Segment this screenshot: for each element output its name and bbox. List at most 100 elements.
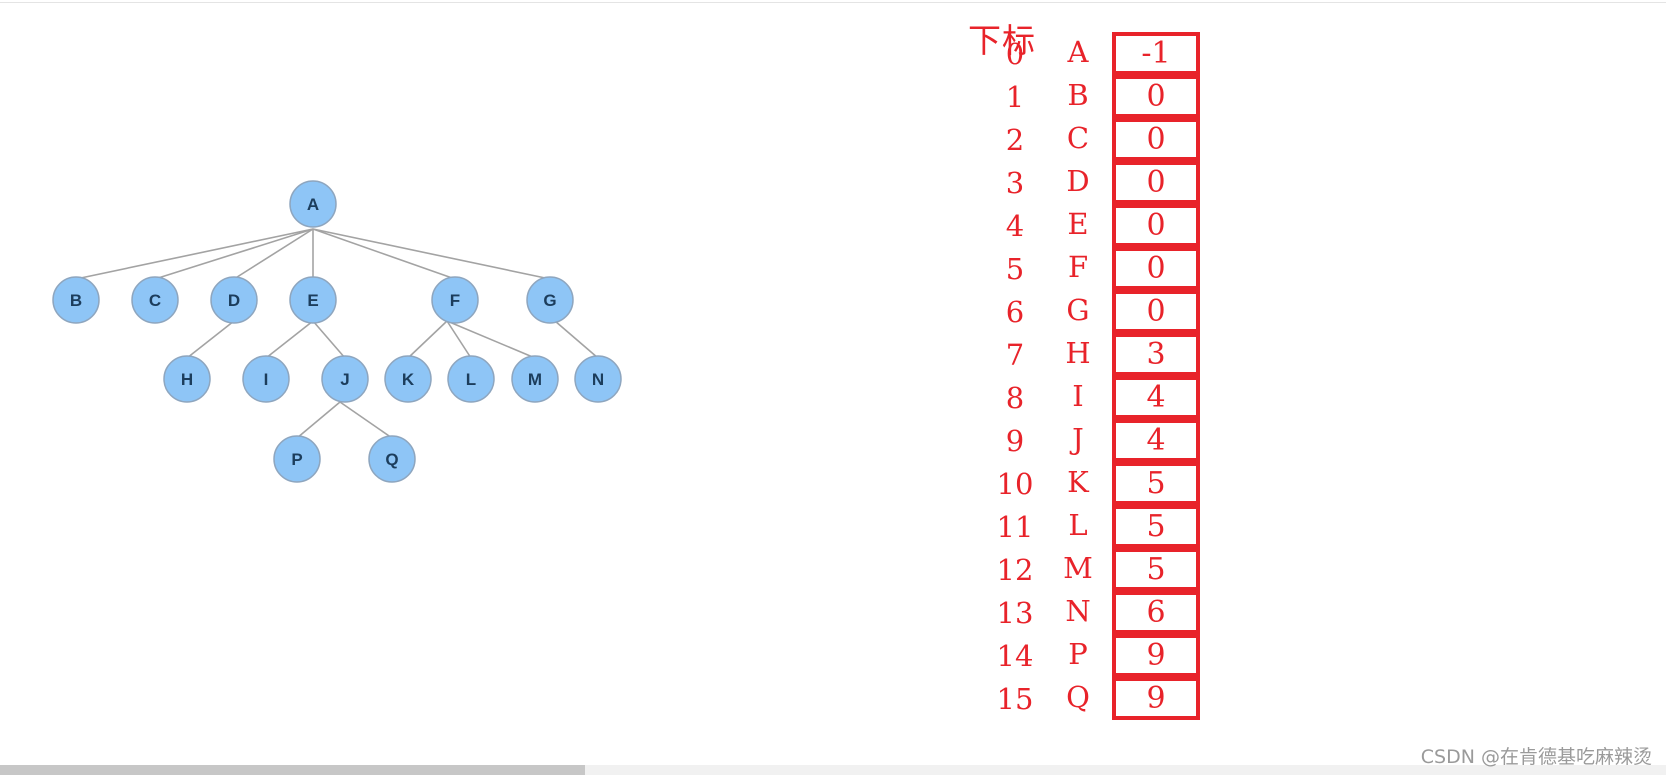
row-index: 11	[996, 510, 1034, 544]
node-circle	[431, 276, 479, 324]
index-header: 下标	[968, 21, 1036, 60]
node-label: C	[149, 291, 161, 310]
row-letter: F	[1067, 250, 1089, 284]
parent-cell: 4	[1112, 376, 1200, 419]
row-letter: K	[1067, 465, 1089, 499]
parent-value: 5	[1146, 466, 1166, 501]
node-circle	[289, 276, 337, 324]
parent-value: -1	[1141, 36, 1171, 71]
row-letter: J	[1072, 422, 1084, 456]
horizontal-scrollbar-thumb[interactable]	[0, 765, 585, 775]
parent-cell: 6	[1112, 591, 1200, 634]
row-letter: C	[1066, 121, 1090, 155]
node-label: M	[528, 370, 542, 389]
row-letter: I	[1072, 379, 1084, 413]
top-divider	[0, 2, 1666, 3]
node-label: N	[592, 370, 604, 389]
node-circle	[511, 355, 559, 403]
node-label: I	[264, 370, 269, 389]
watermark: CSDN @在肯德基吃麻辣烫	[1420, 746, 1652, 768]
edge-A-D	[233, 228, 314, 280]
parent-cell: 0	[1112, 290, 1200, 333]
node-circle	[526, 276, 574, 324]
tree-node-d: D	[210, 276, 258, 324]
tree-node-i: I	[242, 355, 290, 403]
row-letter: Q	[1066, 680, 1090, 714]
edge-J-P	[296, 401, 341, 439]
row-index: 12	[996, 553, 1034, 587]
row-letter: B	[1067, 78, 1089, 112]
edge-F-L	[446, 320, 472, 359]
tree-node-j: J	[321, 355, 369, 403]
node-label: F	[450, 291, 460, 310]
tree-node-g: G	[526, 276, 574, 324]
tree-node-p: P	[273, 435, 321, 483]
node-circle	[289, 180, 337, 228]
node-circle	[447, 355, 495, 403]
parent-value: 9	[1146, 638, 1166, 673]
parent-value: 5	[1146, 552, 1166, 587]
parent-cell: 0	[1112, 75, 1200, 118]
parent-value: 0	[1146, 294, 1166, 329]
node-circle	[242, 355, 290, 403]
node-label: B	[70, 291, 82, 310]
parent-cell: 5	[1112, 462, 1200, 505]
row-index: 8	[1005, 381, 1025, 415]
row-letter: P	[1068, 637, 1088, 671]
edge-E-J	[312, 320, 346, 359]
parent-cell: 5	[1112, 548, 1200, 591]
node-label: G	[543, 291, 556, 310]
parent-value: 0	[1146, 122, 1166, 157]
node-circle	[273, 435, 321, 483]
row-letter: G	[1066, 293, 1090, 327]
row-letter: D	[1066, 164, 1090, 198]
tree-node-k: K	[384, 355, 432, 403]
edge-D-H	[186, 320, 235, 359]
node-label: K	[402, 370, 415, 389]
tree-node-n: N	[574, 355, 622, 403]
parent-cell: 0	[1112, 247, 1200, 290]
node-label: L	[466, 370, 476, 389]
node-circle	[368, 435, 416, 483]
row-letter: E	[1067, 207, 1089, 241]
row-letter: A	[1067, 35, 1089, 69]
row-letter: L	[1068, 508, 1088, 542]
edge-A-C	[154, 228, 314, 280]
parent-cell: 0	[1112, 204, 1200, 247]
tree-node-f: F	[431, 276, 479, 324]
edge-A-F	[312, 228, 456, 280]
parent-cell: -1	[1112, 32, 1200, 75]
horizontal-scrollbar-track[interactable]	[0, 765, 1666, 775]
row-index: 9	[1005, 424, 1025, 458]
node-label: P	[291, 450, 302, 469]
parent-value: 0	[1146, 79, 1166, 114]
row-letter: N	[1065, 594, 1091, 628]
node-label: E	[307, 291, 318, 310]
row-index: 5	[1005, 252, 1025, 286]
parent-value: 3	[1146, 337, 1166, 372]
tree-node-e: E	[289, 276, 337, 324]
node-circle	[52, 276, 100, 324]
node-label: J	[340, 370, 349, 389]
tree-node-m: M	[511, 355, 559, 403]
node-circle	[210, 276, 258, 324]
parent-value: 0	[1146, 208, 1166, 243]
row-index: 15	[996, 682, 1034, 716]
tree-node-c: C	[131, 276, 179, 324]
tree-node-h: H	[163, 355, 211, 403]
node-circle	[574, 355, 622, 403]
row-letter: H	[1065, 336, 1091, 370]
row-index: 1	[1005, 80, 1025, 114]
edge-G-N	[554, 320, 599, 359]
parent-cell: 3	[1112, 333, 1200, 376]
row-index: 4	[1005, 209, 1025, 243]
node-circle	[163, 355, 211, 403]
tree-node-l: L	[447, 355, 495, 403]
parent-value: 6	[1146, 595, 1166, 630]
edge-A-G	[312, 228, 551, 280]
row-index: 7	[1005, 338, 1025, 372]
tree-node-q: Q	[368, 435, 416, 483]
parent-cell: 4	[1112, 419, 1200, 462]
parent-cell: 9	[1112, 677, 1200, 720]
node-label: D	[228, 291, 240, 310]
